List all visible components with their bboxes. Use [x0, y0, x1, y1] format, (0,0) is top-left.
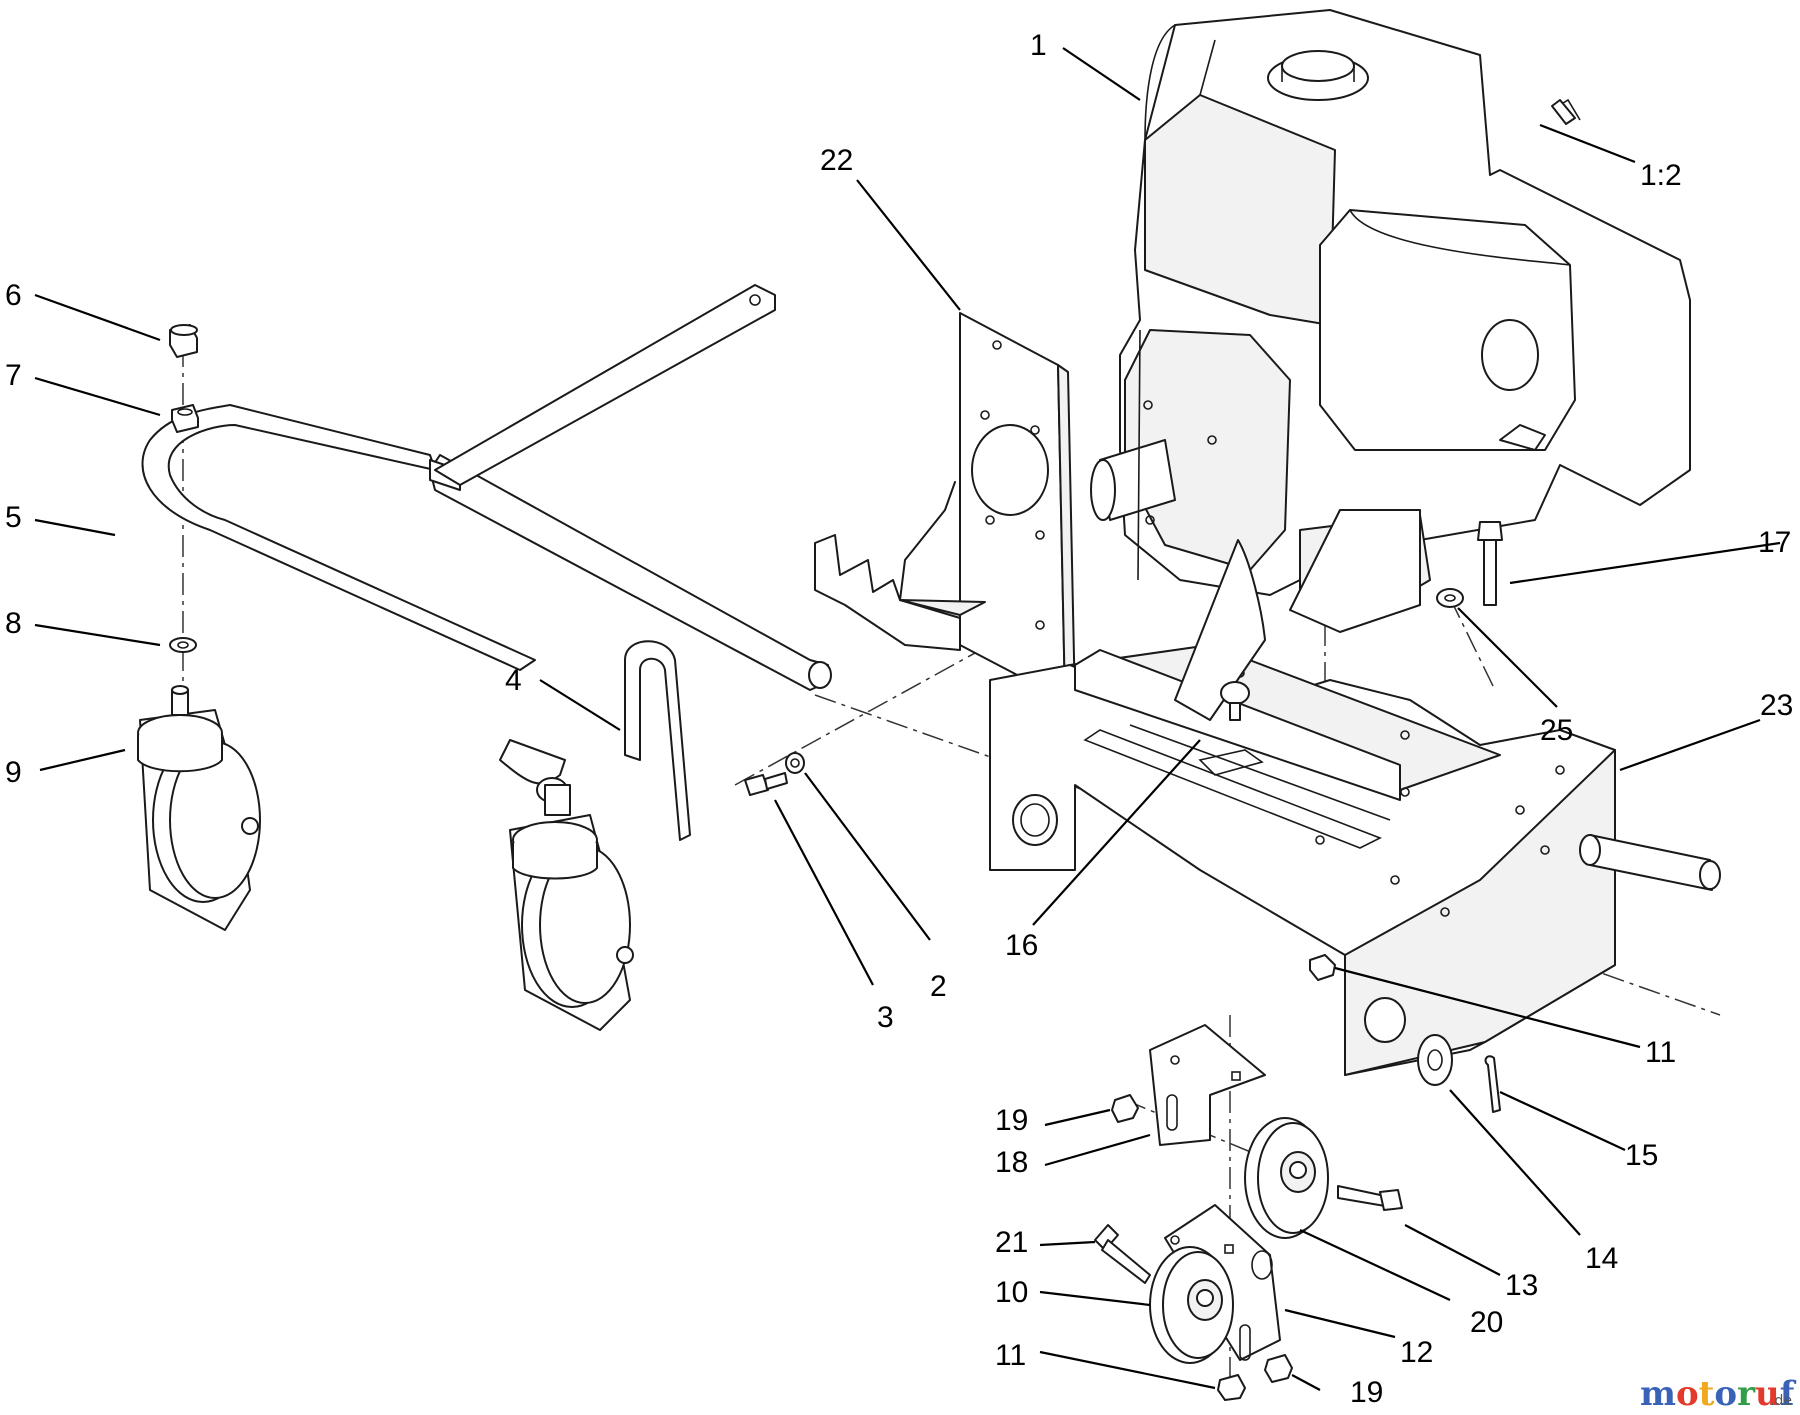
callout-5: 5: [5, 501, 22, 534]
logo-suffix: .de: [1770, 1393, 1792, 1409]
callout-19-upper: 19: [995, 1104, 1028, 1137]
callout-11-upper: 11: [1645, 1036, 1676, 1069]
engine: [1090, 9, 1691, 631]
callout-8: 8: [5, 607, 22, 640]
callout-10: 10: [995, 1276, 1028, 1309]
leader-lines: [34, 47, 1781, 1391]
logo-letter: o: [1714, 1374, 1737, 1414]
callout-7: 7: [5, 359, 22, 392]
logo-letter: o: [1676, 1374, 1699, 1414]
callout-19-lower: 19: [1350, 1376, 1383, 1409]
callout-11-lower: 11: [995, 1339, 1026, 1372]
logo-letter: r: [1737, 1374, 1756, 1414]
callout-6: 6: [5, 279, 22, 312]
callout-14: 14: [1585, 1242, 1618, 1275]
callout-9: 9: [5, 756, 22, 789]
callout-1: 1: [1030, 29, 1047, 62]
callout-22: 22: [820, 144, 853, 177]
housing-frame: [989, 509, 1721, 1076]
logo-letter: t: [1699, 1374, 1715, 1414]
callout-15: 15: [1625, 1139, 1658, 1172]
callout-3: 3: [877, 1001, 894, 1034]
callout-2: 2: [930, 970, 947, 1003]
callout-20: 20: [1470, 1306, 1503, 1339]
callout-13: 13: [1505, 1269, 1538, 1302]
handle: [141, 284, 832, 803]
logo-letter: m: [1640, 1374, 1676, 1414]
callout-16: 16: [1005, 929, 1038, 962]
hardware: [169, 324, 1503, 1401]
callout-25: 25: [1540, 714, 1573, 747]
motoruf-logo: motoruf .de: [1640, 1374, 1797, 1414]
callout-23: 23: [1760, 689, 1793, 722]
callout-12: 12: [1400, 1336, 1433, 1369]
callout-1-2: 1:2: [1640, 159, 1682, 192]
callout-labels: 1 1:2 22 6 7 5 8 9 4 17 25 23 16 3 2 11 …: [5, 29, 1793, 1409]
svg-text:motoruf: motoruf: [1640, 1374, 1797, 1414]
logo-letter: u: [1755, 1374, 1780, 1414]
logo-letter: f: [1780, 1374, 1797, 1414]
bracket: [814, 312, 1076, 706]
caster-left: [137, 685, 261, 931]
callout-21: 21: [995, 1226, 1028, 1259]
callout-18: 18: [995, 1146, 1028, 1179]
callout-4: 4: [505, 664, 522, 697]
caster-right: [509, 784, 634, 1031]
callout-17: 17: [1758, 526, 1791, 559]
